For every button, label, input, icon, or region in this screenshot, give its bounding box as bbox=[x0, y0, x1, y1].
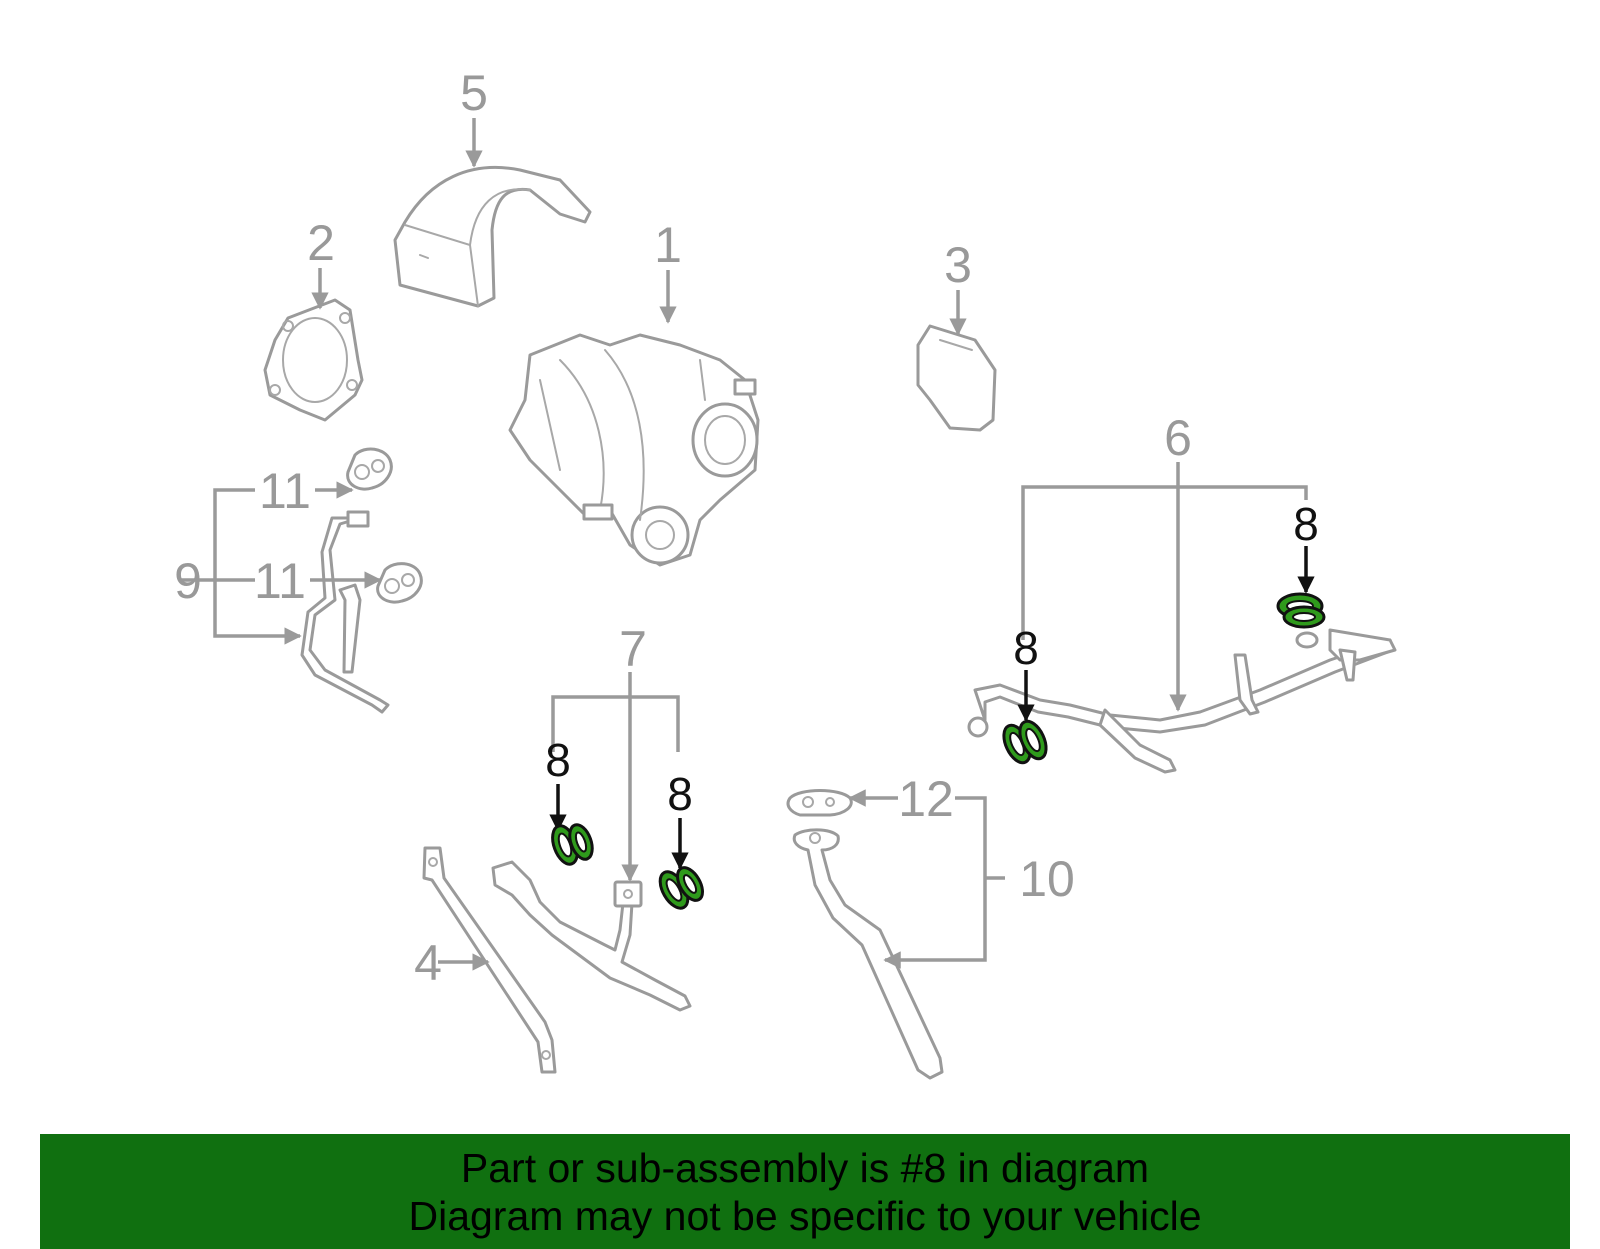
callout-8-d[interactable]: 8 bbox=[667, 768, 693, 820]
callout-11-lower[interactable]: 11 bbox=[254, 553, 306, 609]
o-ring-8-c[interactable] bbox=[548, 822, 597, 868]
part-3-gasket[interactable] bbox=[916, 324, 997, 432]
banner-line-2: Diagram may not be specific to your vehi… bbox=[408, 1193, 1202, 1239]
part-5-heat-shield[interactable] bbox=[393, 165, 592, 308]
callout-11-upper[interactable]: 11 bbox=[259, 463, 311, 519]
callout-9[interactable]: 9 bbox=[174, 553, 202, 609]
leader-7-bracket bbox=[551, 695, 680, 752]
part-6-tube-assembly[interactable] bbox=[967, 628, 1397, 774]
part-11-gasket-upper[interactable] bbox=[346, 447, 393, 491]
banner-line-1: Part or sub-assembly is #8 in diagram bbox=[460, 1145, 1150, 1191]
callout-5[interactable]: 5 bbox=[460, 65, 488, 121]
callout-3[interactable]: 3 bbox=[944, 237, 972, 293]
callout-12[interactable]: 12 bbox=[898, 771, 954, 827]
callout-2[interactable]: 2 bbox=[307, 215, 335, 271]
callout-7[interactable]: 7 bbox=[619, 621, 647, 677]
part-11-gasket-lower[interactable] bbox=[376, 562, 423, 604]
callout-1[interactable]: 1 bbox=[654, 217, 682, 273]
part-12-gasket[interactable] bbox=[786, 789, 853, 817]
o-ring-8-b[interactable] bbox=[999, 717, 1052, 767]
callout-4[interactable]: 4 bbox=[414, 935, 442, 991]
part-7-oil-pipe[interactable] bbox=[491, 860, 692, 1012]
part-1-turbocharger[interactable] bbox=[508, 333, 760, 567]
callout-10[interactable]: 10 bbox=[1019, 851, 1075, 907]
info-banner: Part or sub-assembly is #8 in diagram Di… bbox=[40, 1134, 1570, 1249]
callout-6[interactable]: 6 bbox=[1164, 410, 1192, 466]
leader-6-bracket bbox=[1021, 485, 1308, 640]
part-9-oil-tube[interactable] bbox=[300, 510, 390, 714]
part-4-bracket[interactable] bbox=[422, 846, 557, 1074]
callout-8-c[interactable]: 8 bbox=[545, 734, 571, 786]
callout-8-b[interactable]: 8 bbox=[1013, 622, 1039, 674]
o-ring-8-d[interactable] bbox=[654, 863, 707, 912]
leader-9-bracket bbox=[213, 488, 302, 645]
callout-8-a[interactable]: 8 bbox=[1293, 498, 1319, 550]
part-2-gasket[interactable] bbox=[263, 298, 364, 422]
o-ring-8-a[interactable] bbox=[1276, 592, 1326, 629]
part-10-drain-tube[interactable] bbox=[792, 828, 944, 1080]
